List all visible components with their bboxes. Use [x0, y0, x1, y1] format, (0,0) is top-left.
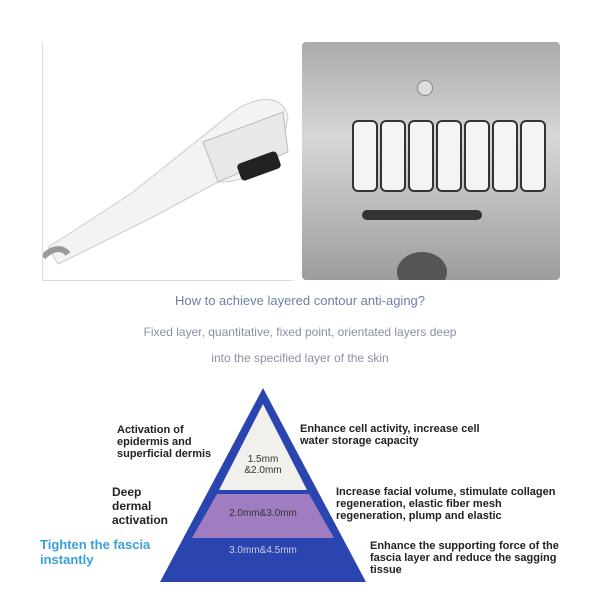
cartridge [492, 120, 518, 192]
layer-1 [219, 404, 307, 490]
power-icon [417, 80, 433, 96]
layer-2-left-text: Deep dermal activation [112, 485, 169, 527]
subtitle-line-2: into the specified layer of the skin [211, 351, 389, 365]
knob [397, 252, 447, 280]
cartridge [464, 120, 490, 192]
layer-1-left-text: Activation of epidermis and superficial … [117, 424, 212, 460]
layer-2 [192, 494, 334, 538]
handpiece-photo [40, 42, 293, 281]
cartridge [436, 120, 462, 192]
heading: How to achieve layered contour anti-agin… [174, 293, 426, 308]
cartridge [380, 120, 406, 192]
layer-1-depth: 1.5mm &2.0mm [244, 454, 282, 476]
layer-3-left-text: Tighten the fascia instantly [40, 537, 151, 567]
cartridge [352, 120, 378, 192]
cartridges-photo [302, 42, 560, 280]
layer-2-depth: 2.0mm&3.0mm [229, 508, 297, 519]
layer-3-depth: 3.0mm&4.5mm [229, 545, 297, 556]
cartridge [520, 120, 546, 192]
handpiece-illustration [40, 99, 289, 265]
layer-1-right-text: Enhance cell activity, increase cell wat… [300, 423, 480, 447]
subtitle-line-1: Fixed layer, quantitative, fixed point, … [143, 325, 457, 339]
layer-2-right-text: Increase facial volume, stimulate collag… [336, 486, 556, 522]
cartridge [408, 120, 434, 192]
layer-3-right-text: Enhance the supporting force of the fasc… [370, 540, 559, 576]
slot [362, 210, 482, 220]
